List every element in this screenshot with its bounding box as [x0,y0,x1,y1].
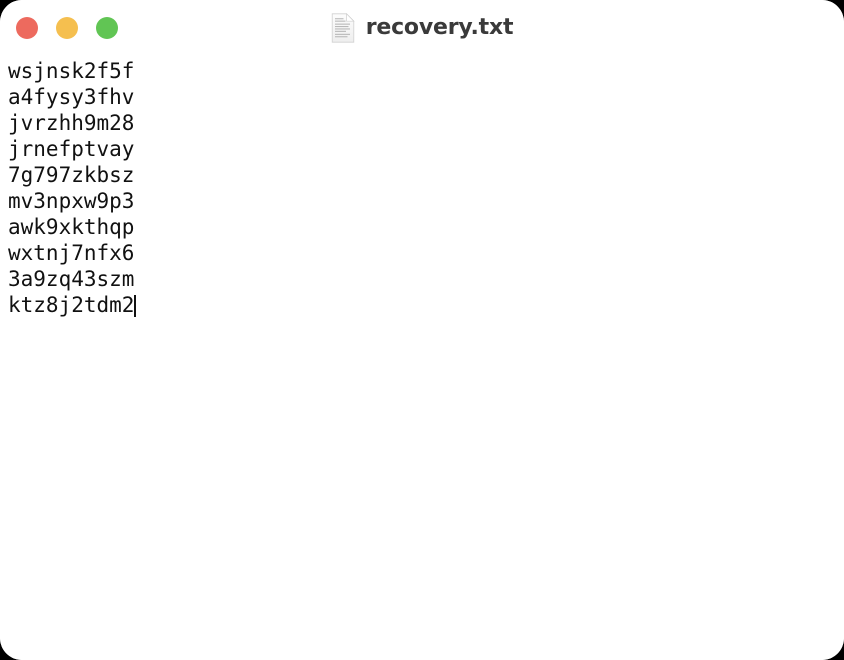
window-titlebar: recovery.txt [0,0,844,56]
text-line[interactable]: a4fysy3fhv [8,85,135,109]
minimize-button[interactable] [56,17,78,39]
text-line[interactable]: 3a9zq43szm [8,267,135,291]
text-line[interactable]: jrnefptvay [8,137,135,161]
text-line[interactable]: 7g797zkbsz [8,163,135,187]
window-title: recovery.txt [365,15,514,40]
close-button[interactable] [16,17,38,39]
document-icon [331,13,355,43]
maximize-button[interactable] [96,17,118,39]
text-line[interactable]: ktz8j2tdm2 [8,292,844,318]
text-line[interactable]: mv3npxw9p3 [8,189,135,213]
text-line[interactable]: awk9xkthqp [8,215,135,239]
text-line[interactable]: wsjnsk2f5f [8,59,135,83]
text-line[interactable]: jvrzhh9m28 [8,111,135,135]
text-line[interactable]: wxtnj7nfx6 [8,241,135,265]
window-controls [16,17,118,39]
window-title-group: recovery.txt [0,0,844,56]
